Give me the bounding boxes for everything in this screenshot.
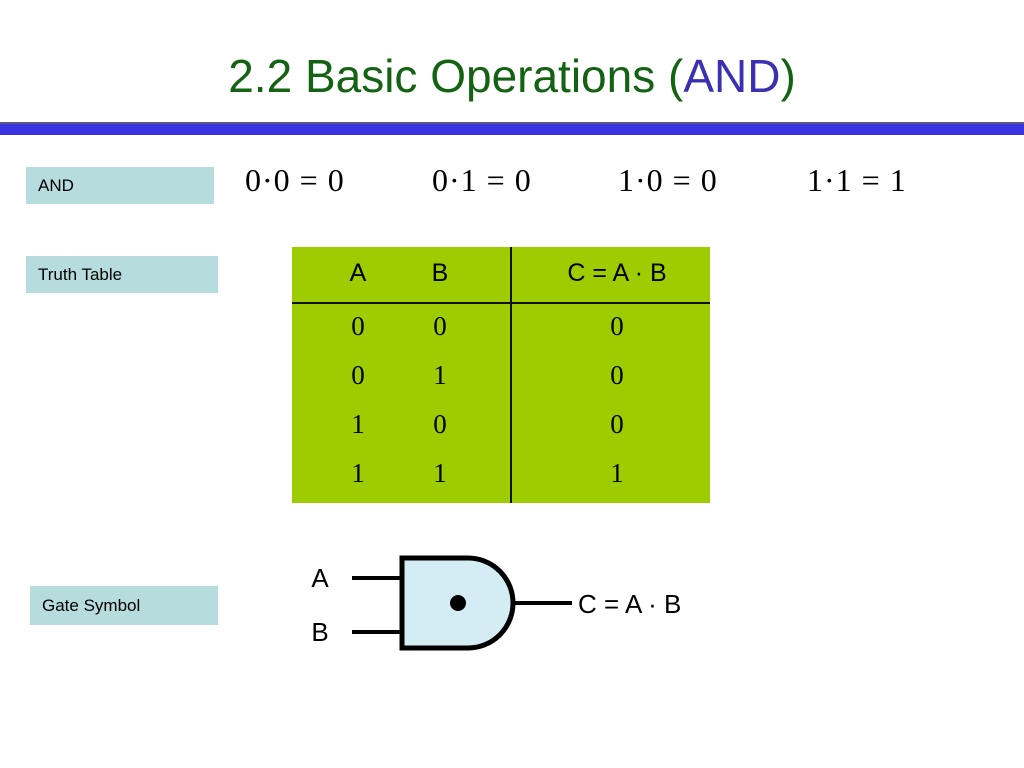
equation-3: 1·1 = 1 [807,162,907,198]
truth-table-cell-c-2: 0 [610,409,624,439]
truth-table-header-rule [292,302,710,304]
page-title: 2.2 Basic Operations (AND) [0,52,1024,100]
page-title-main: 2.2 Basic Operations ( [228,50,684,102]
truth-table-cell-c-1: 0 [610,360,624,390]
truth-table: A B C = A · B 0 0 0 0 1 0 1 0 0 1 1 1 [292,247,710,503]
label-box-gate-symbol-text: Gate Symbol [42,595,141,615]
label-box-truth-table-text: Truth Table [38,264,123,284]
equation-0: 0·0 = 0 [245,162,345,198]
gate-input-b-label: B [311,617,328,647]
label-box-and-text: AND [38,175,74,195]
truth-table-cell-b-0: 0 [433,311,447,341]
truth-table-cell-a-3: 1 [351,458,365,488]
truth-table-column-divider [510,247,512,503]
label-box-and: AND [26,167,214,204]
and-identities-row: 0·0 = 0 0·1 = 0 1·0 = 0 1·1 = 1 [240,162,940,208]
truth-table-header-a: A [349,259,367,287]
truth-table-cell-b-2: 0 [433,409,447,439]
truth-table-header-b: B [431,259,449,287]
title-divider [0,122,1024,135]
truth-table-cell-a-0: 0 [351,311,365,341]
truth-table-cell-c-3: 1 [610,458,624,488]
page-title-accent: AND [683,50,781,102]
equation-1: 0·1 = 0 [432,162,532,198]
truth-table-cell-b-3: 1 [433,458,447,488]
gate-output-label: C = A · B [578,589,681,619]
and-gate-diagram: A B C = A · B [300,545,730,665]
truth-table-cell-a-1: 0 [351,360,365,390]
page-title-tail: ) [780,50,796,102]
truth-table-cell-c-0: 0 [610,311,624,341]
gate-input-a-label: A [311,563,329,593]
truth-table-cell-a-2: 1 [351,409,365,439]
label-box-gate-symbol: Gate Symbol [30,586,218,625]
truth-table-header-c: C = A · B [567,259,667,287]
equation-2: 1·0 = 0 [618,162,718,198]
truth-table-cell-b-1: 1 [433,360,447,390]
and-operator-dot-icon [450,595,466,611]
label-box-truth-table: Truth Table [26,256,218,293]
